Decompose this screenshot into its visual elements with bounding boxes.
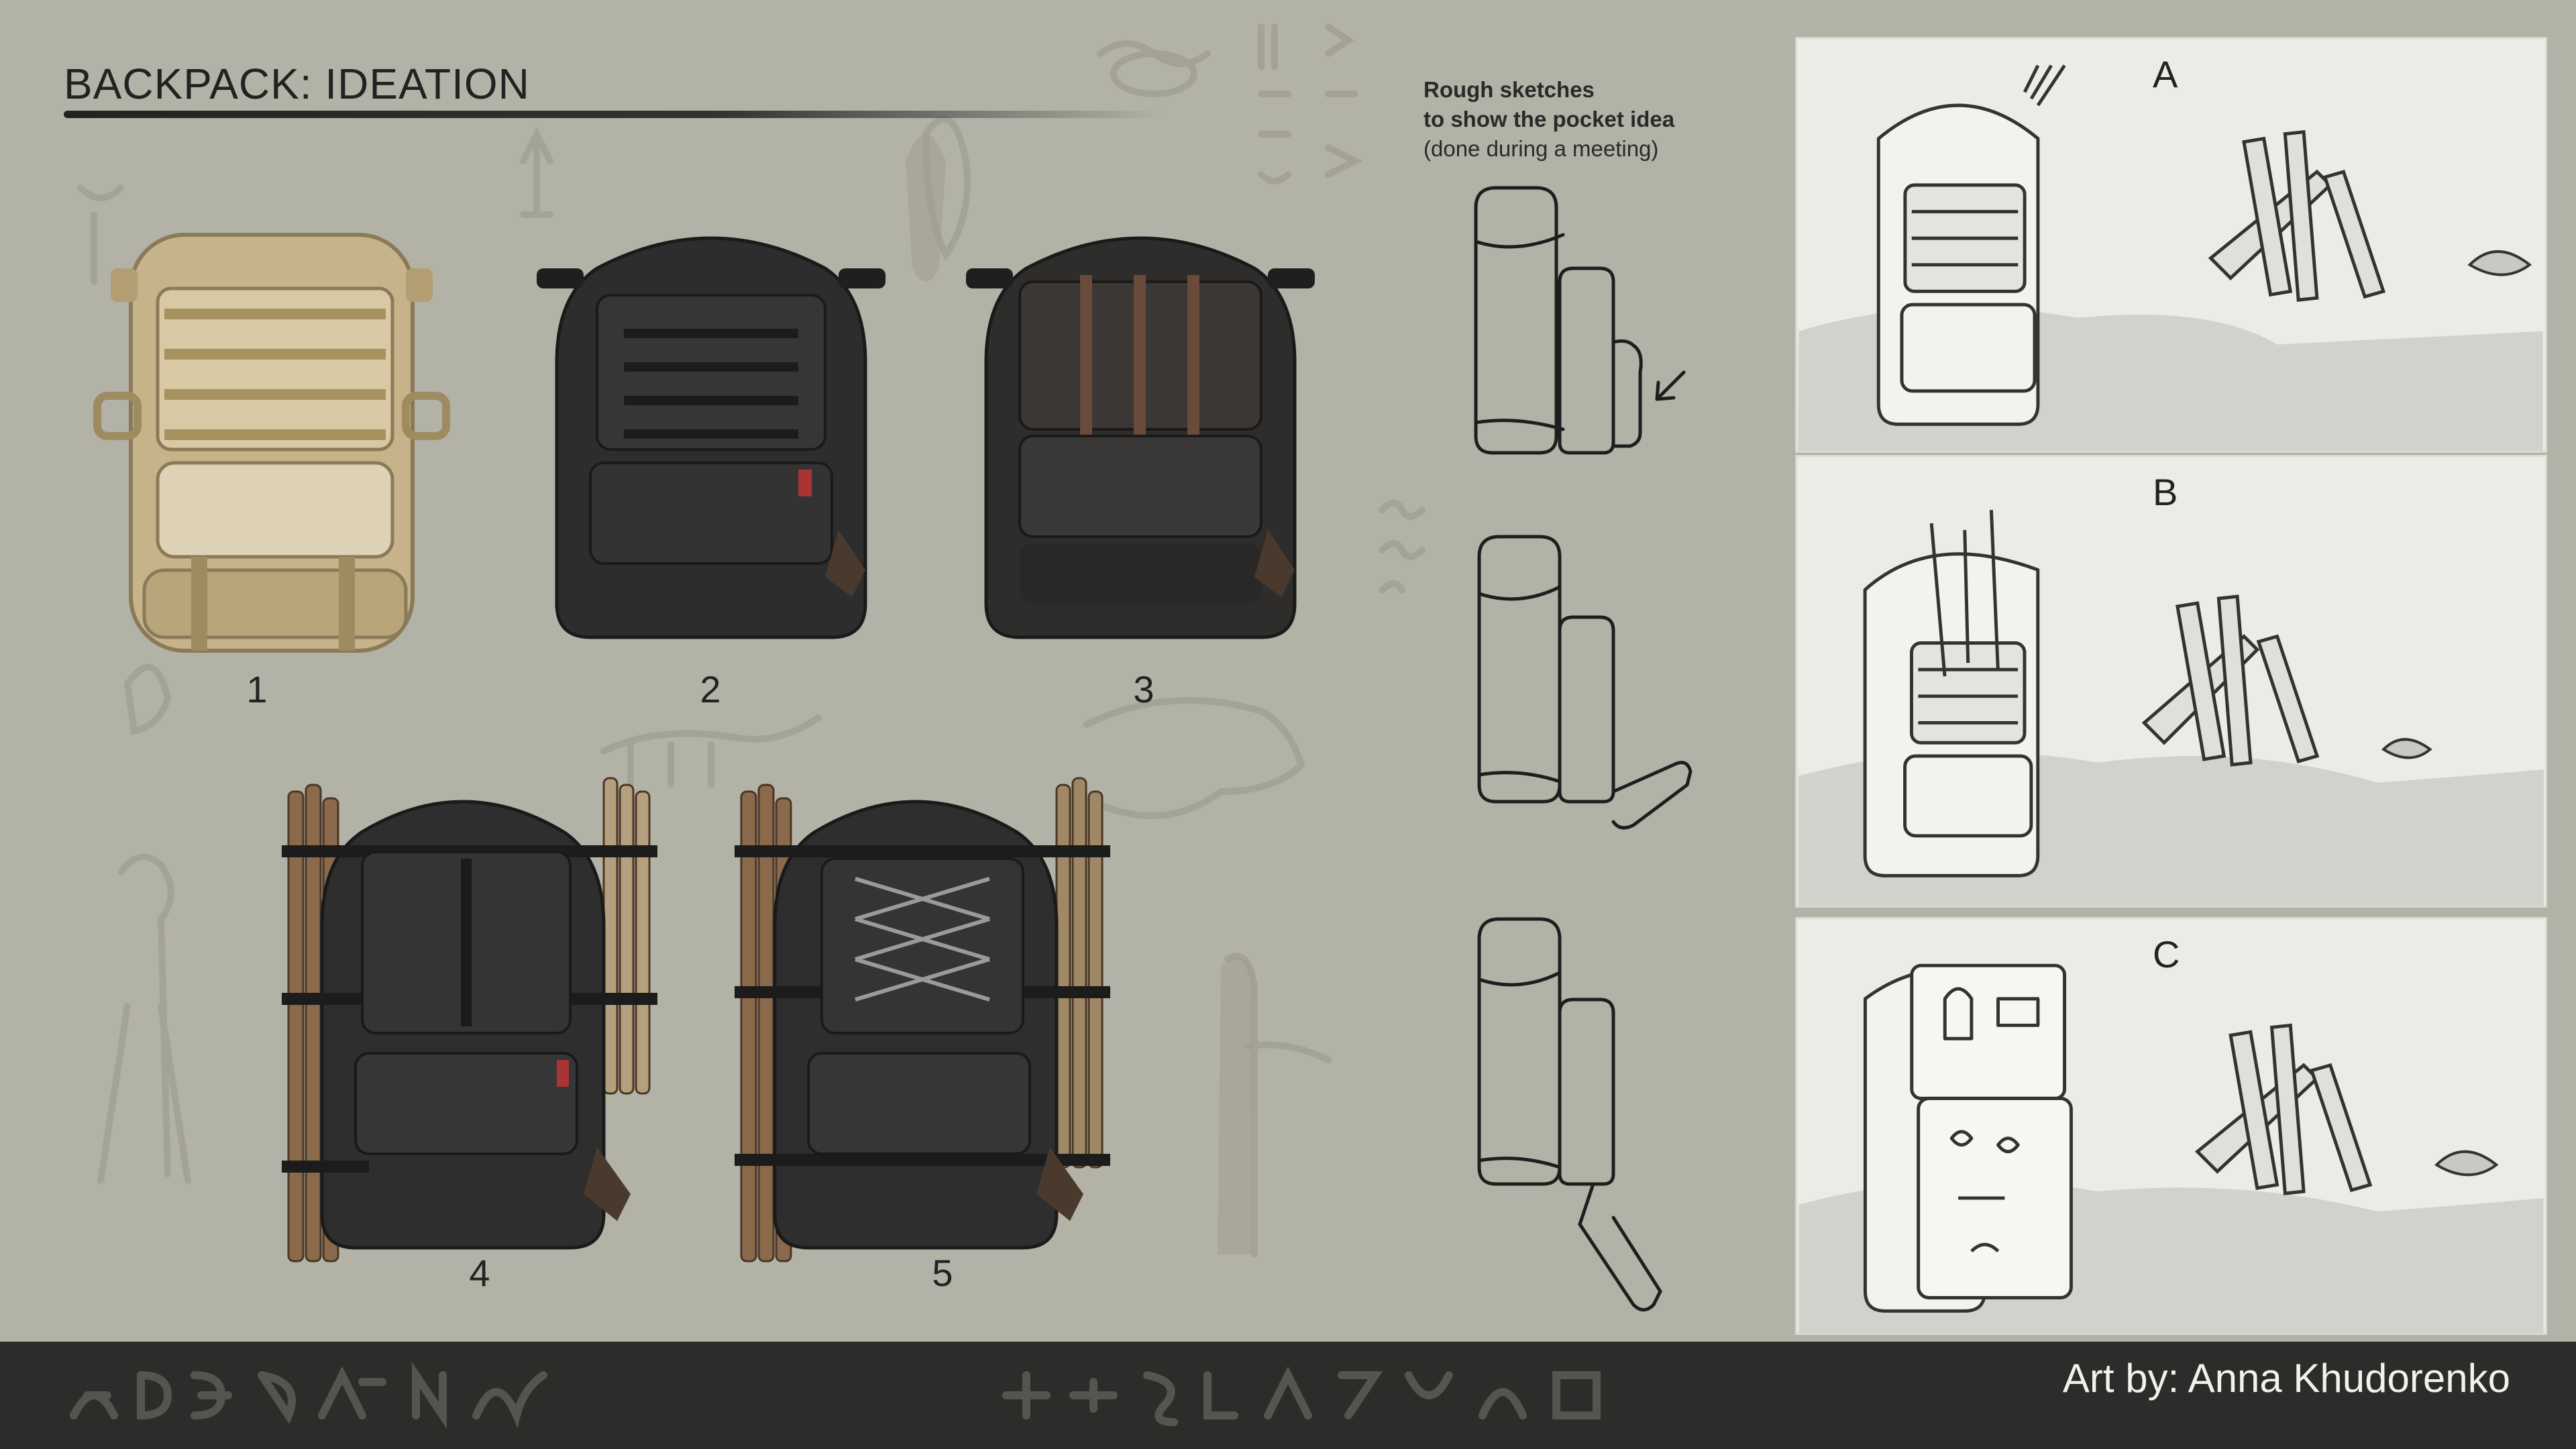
backpack-5-illustration bbox=[735, 777, 1110, 1263]
backpack-3-illustration bbox=[966, 236, 1315, 639]
backpack-variant-3 bbox=[953, 208, 1328, 651]
artist-credit: Art by: Anna Khudorenko bbox=[2062, 1356, 2510, 1401]
storyboard-panel-b: B bbox=[1795, 455, 2547, 908]
panel-a-drawing bbox=[1798, 64, 2543, 451]
pocket-sketch-3 bbox=[1462, 912, 1690, 1315]
backpack-2-illustration bbox=[537, 236, 885, 639]
variant-number-1: 1 bbox=[246, 668, 268, 710]
rune-glyphs-left bbox=[70, 1362, 547, 1429]
backpack-variant-4 bbox=[275, 771, 664, 1281]
pocket-sketch-2 bbox=[1462, 530, 1704, 832]
page-title: BACKPACK: IDEATION bbox=[64, 60, 530, 108]
background-cave-art bbox=[77, 23, 1426, 1258]
backpack-variant-2 bbox=[523, 208, 899, 651]
pocket-sketch-2-drawing bbox=[1477, 535, 1693, 830]
variant-number-3: 3 bbox=[1133, 668, 1155, 710]
variant-number-2: 2 bbox=[700, 668, 721, 710]
panel-c-drawing bbox=[1799, 963, 2544, 1333]
storyboard-panel-c: C bbox=[1795, 917, 2547, 1335]
pocket-sketch-3-drawing bbox=[1477, 917, 1662, 1311]
panel-label-a: A bbox=[2153, 53, 2178, 95]
pocket-sketch-1-drawing bbox=[1474, 186, 1686, 455]
sketch-note-line-1: Rough sketches bbox=[1424, 77, 1595, 102]
title-underline bbox=[64, 111, 1164, 118]
sketch-note-line-3: (done during a meeting) bbox=[1424, 136, 1659, 161]
ideation-board: BACKPACK: IDEATION 1 bbox=[64, 23, 2547, 1335]
rune-glyphs-center bbox=[1002, 1366, 1601, 1426]
backpack-variant-5 bbox=[728, 771, 1117, 1281]
pocket-sketch-1 bbox=[1462, 181, 1704, 476]
backpack-variant-1 bbox=[70, 221, 473, 664]
footer-runes-center bbox=[1000, 1362, 1623, 1429]
sketch-note: Rough sketches to show the pocket idea (… bbox=[1424, 75, 1719, 164]
storyboard-panel-a: A bbox=[1795, 37, 2547, 453]
panel-label-c: C bbox=[2153, 933, 2180, 975]
panel-label-b: B bbox=[2153, 471, 2178, 513]
variant-number-4: 4 bbox=[469, 1252, 490, 1294]
backpack-1-illustration bbox=[93, 233, 450, 653]
backpack-4-illustration bbox=[282, 777, 657, 1263]
footer-runes-left bbox=[67, 1362, 564, 1429]
variant-number-5: 5 bbox=[932, 1252, 953, 1294]
sketch-note-line-2: to show the pocket idea bbox=[1424, 107, 1675, 131]
panel-b-drawing bbox=[1798, 510, 2544, 906]
